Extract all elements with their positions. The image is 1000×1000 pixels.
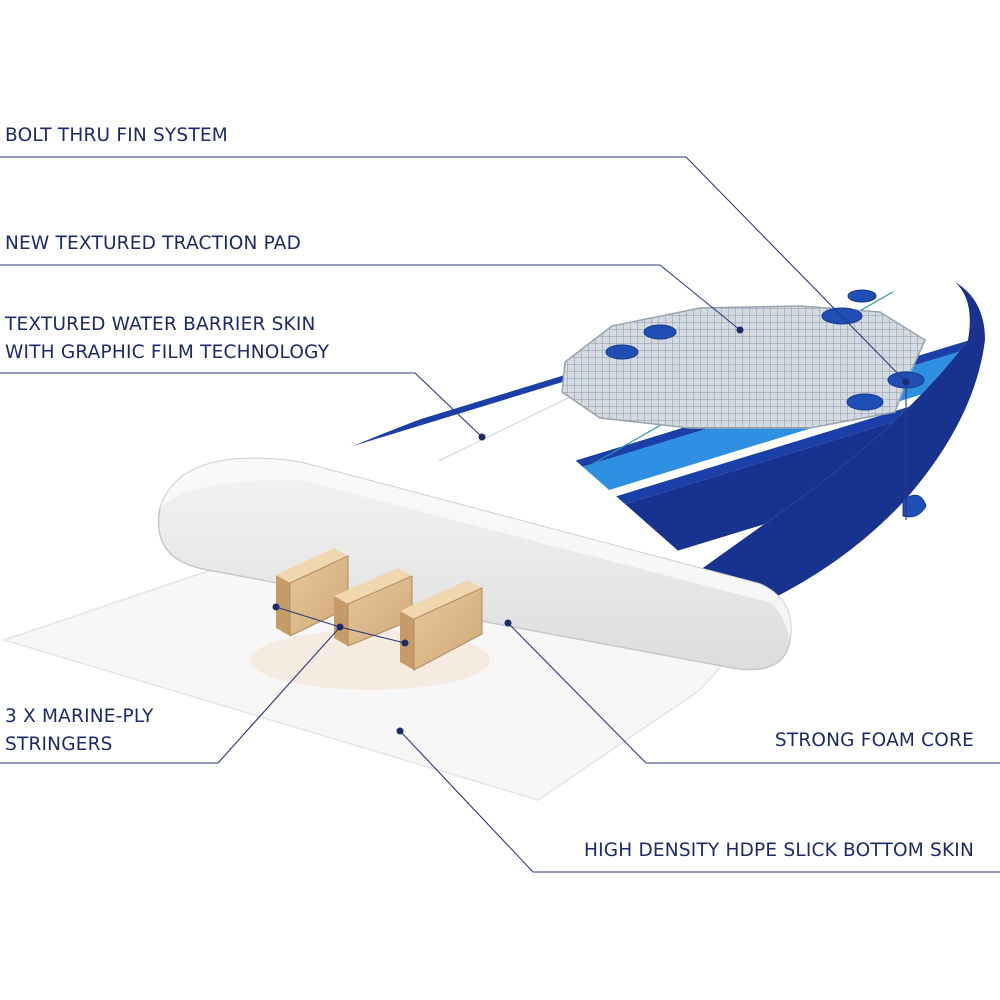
leader-bottom-skin <box>399 730 1000 873</box>
ply-stringers <box>276 548 483 671</box>
leader-lines <box>0 156 1000 873</box>
callout-water-barrier: TEXTURED WATER BARRIER SKIN WITH GRAPHIC… <box>5 314 330 363</box>
fin-plugs <box>605 289 927 518</box>
leader-stringers <box>0 626 341 764</box>
callout-stringers: 3 X MARINE-PLY STRINGERS <box>5 706 154 755</box>
leader-fin-system <box>0 156 907 383</box>
leader-dots <box>272 326 910 735</box>
leader-foam-core <box>507 622 1000 764</box>
stringer-2 <box>334 568 413 647</box>
callout-bottom-skin: HIGH DENSITY HDPE SLICK BOTTOM SKIN <box>583 840 974 861</box>
callout-foam-core: STRONG FOAM CORE <box>774 730 974 751</box>
callout-traction-pad: NEW TEXTURED TRACTION PAD <box>5 233 302 254</box>
callout-fin-system: BOLT THRU FIN SYSTEM <box>5 125 228 146</box>
leader-traction-pad <box>0 264 741 331</box>
leader-water-barrier <box>0 372 483 438</box>
